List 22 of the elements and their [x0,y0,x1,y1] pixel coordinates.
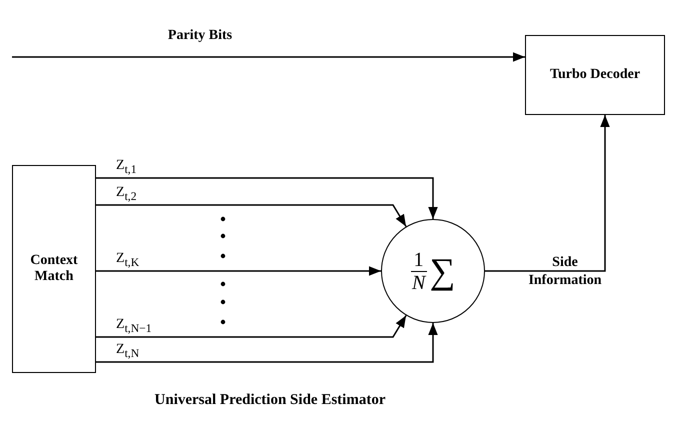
numerator: 1 [410,248,427,272]
arrow [96,323,438,363]
edge-label: Z$_{t,1}$ [116,158,137,176]
sum-symbol: ∑ [430,250,456,292]
edge-label: Parity Bits [168,28,232,44]
node-label: Turbo Decoder [550,67,640,83]
arrow [485,115,610,272]
edge-label: Z$_{t,K}$ [116,251,140,269]
arrow [96,315,407,338]
caption: Universal Prediction Side Estimator [154,392,386,409]
arrow [96,266,381,276]
node-label: Context Match [29,253,79,285]
arrow [96,177,438,219]
edge-label: Side Information [527,254,603,290]
edge-label: Z$_{t,N}$ [116,342,140,360]
edge-label: Z$_{t,2}$ [116,185,137,203]
edge-label: Z$_{t,N−1}$ [116,317,152,335]
process-box [525,35,665,115]
denominator: N [412,272,426,294]
arrow [12,52,525,62]
arrow [96,204,407,227]
process-box [12,165,96,373]
